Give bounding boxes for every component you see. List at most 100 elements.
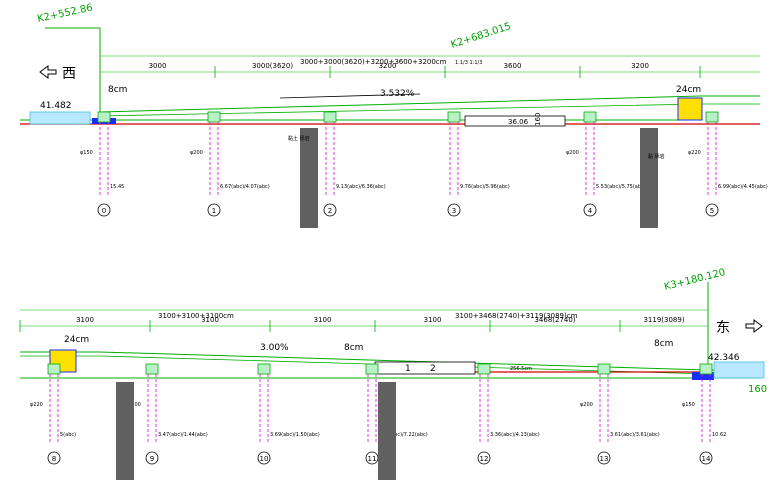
pier-number-circle	[207, 203, 221, 217]
span-label: 3100	[314, 316, 332, 324]
pile-depth: 3.47(abc)/1.44(abc)	[158, 432, 208, 438]
abutment-left	[29, 111, 91, 125]
deck-top-line	[99, 95, 760, 113]
pier-cap	[145, 363, 159, 375]
pile-diameter: φ200	[580, 402, 593, 408]
span-label: 3100	[424, 316, 442, 324]
joint-right-bottom: 8cm	[654, 339, 673, 349]
pile-depth: 9.76(abc)/5.96(abc)	[460, 184, 510, 190]
pile-diameter: φ220	[30, 402, 43, 408]
pier-cap	[323, 111, 337, 123]
span-label: 3100	[201, 316, 219, 324]
pier-cap	[583, 111, 597, 123]
pier-cap	[705, 111, 719, 123]
right-edge-value: 160	[748, 384, 767, 395]
pier-number-circle	[705, 203, 719, 217]
pier-number-circle	[597, 451, 611, 465]
soil-column-bottom-1	[116, 382, 134, 480]
span-label: 3200	[631, 62, 649, 70]
span-label: 3100	[76, 316, 94, 324]
pile-depth: 5.53(abc)/5.75(abc)	[596, 184, 646, 190]
pier-number: 4	[588, 207, 593, 215]
pier-number: 2	[328, 207, 332, 215]
pier-cap	[47, 363, 61, 375]
box-number-2: 2	[430, 364, 436, 374]
joint-right-top: 24cm	[676, 85, 701, 95]
pier-number-circle	[145, 451, 159, 465]
soil-label-top-left: 黏土 砾岩	[288, 135, 310, 142]
direction-west: 西	[62, 66, 76, 82]
pier-cap	[597, 363, 611, 375]
pile-diameter: φ220	[688, 150, 701, 156]
pier-number-circle	[47, 451, 61, 465]
pier-number: 9	[150, 455, 154, 463]
pile-depth: 3.61(abc)/3.61(abc)	[610, 432, 660, 438]
pier-number-circle	[583, 203, 597, 217]
pier-number-circle	[97, 203, 111, 217]
pier-cap	[477, 363, 491, 375]
span-formula-bottom-left: 3100+3100+3100cm	[158, 312, 234, 320]
pier-number: 10	[260, 455, 269, 463]
joint-left-bottom: 24cm	[64, 335, 89, 345]
joint-left-top: 8cm	[108, 85, 127, 95]
pier-cap	[447, 111, 461, 123]
pier-number: 13	[600, 455, 609, 463]
direction-east: 东	[716, 320, 730, 336]
pier-number: 5	[710, 207, 714, 215]
elevation-left: 41.482	[40, 101, 72, 111]
joint-mid-bottom: 8cm	[344, 343, 363, 353]
box-bottom	[374, 361, 476, 375]
box-side-top: 160	[534, 113, 542, 126]
span-dimensions-bottom: 3100 3100 3100 3100 3468(2740) 3119(3089)	[19, 316, 709, 332]
span-formula-top: 3000+3000(3620)+3200+3600+3200cm	[300, 58, 447, 66]
span-dimensions-top: 3000 3000(3620) 3200 3600 3200	[99, 62, 701, 78]
piers-bottom: φ2205(abc)8φ2003.47(abc)/1.44(abc)93.69(…	[30, 363, 726, 465]
pier-number: 12	[480, 455, 489, 463]
abutment-right	[677, 97, 703, 121]
pile-diameter: φ200	[190, 150, 203, 156]
box-number-1: 1	[405, 364, 411, 374]
pier-number: 8	[52, 455, 56, 463]
pile-depth: 10.62	[712, 432, 726, 438]
pier-number: 11	[368, 455, 377, 463]
pier-number: 1	[212, 207, 216, 215]
pile-depth: 6.67(abc)/4.07(abc)	[220, 184, 270, 190]
span-label: 3000	[149, 62, 167, 70]
pier-number-circle	[477, 451, 491, 465]
slope-bottom: 3.00%	[260, 343, 289, 353]
pier-cap	[699, 363, 713, 375]
pile-diameter: φ200	[566, 150, 579, 156]
piers-top: φ15015.450φ2006.67(abc)/4.07(abc)19.13(a…	[80, 111, 768, 217]
soil-label-top-right: 黏 砾岩	[648, 153, 665, 160]
pile-diameter: φ150	[682, 402, 695, 408]
pier-number: 3	[452, 207, 456, 215]
bottom-elevation: K3+180.120 东 3100+3100+3100cm 3100+3468(…	[19, 267, 767, 480]
pile-depth: 15.45	[110, 184, 124, 190]
pile-depth: 5(abc)	[60, 432, 76, 438]
station-label-right: K3+180.120	[663, 267, 726, 293]
pile-depth: 5.42(abc)/7.22(abc)	[378, 432, 428, 438]
east-arrow-icon	[745, 319, 763, 333]
abutment-right-bottom	[713, 361, 765, 379]
bearing-right	[692, 372, 714, 380]
span-label: 3000(3620)	[252, 62, 293, 70]
span-formula-bottom-right: 3100+3468(2740)+3119(3089)cm	[455, 312, 578, 320]
pier-cap	[365, 363, 379, 375]
span-label: 3119(3089)	[643, 316, 684, 324]
pier-cap	[257, 363, 271, 375]
soil-column-top-2	[640, 128, 658, 228]
station-label-left: K2+552.86	[36, 2, 93, 24]
span-label: 3200	[379, 62, 397, 70]
pier-number-circle	[699, 451, 713, 465]
span-label: 3468(2740)	[534, 316, 575, 324]
pier-cap	[207, 111, 221, 123]
pier-number-circle	[257, 451, 271, 465]
pile-depth: 6.99(abc)/4.45(abc)	[718, 184, 768, 190]
top-elevation: K2+552.86 K2+683.015 西 3000+3000(3620)+3…	[20, 2, 768, 228]
slope-top: 3.532%	[380, 89, 415, 99]
soil-column-top-1	[300, 128, 318, 228]
pile-depth: 3.36(abc)/4.13(abc)	[490, 432, 540, 438]
span-label: 3600	[504, 62, 522, 70]
soil-column-bottom-2	[378, 382, 396, 480]
